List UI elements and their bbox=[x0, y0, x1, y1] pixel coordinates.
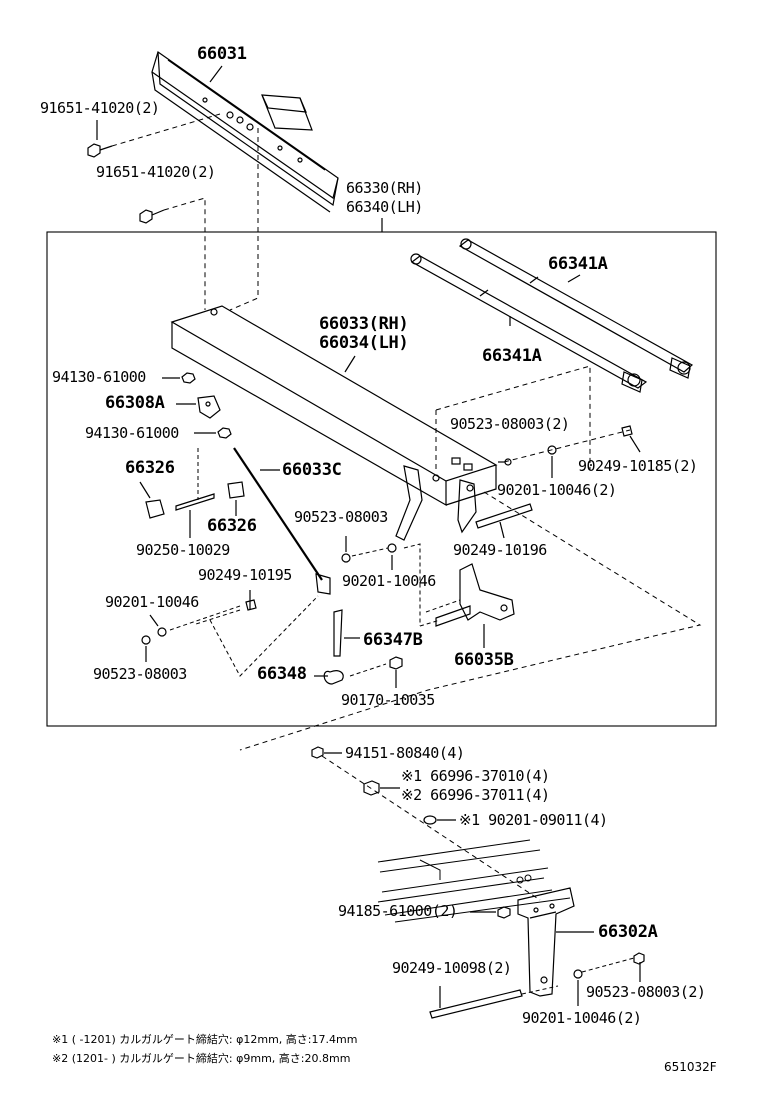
bolt-90249-10185 bbox=[621, 425, 641, 453]
nut-94130-a bbox=[162, 372, 196, 384]
vehicle-frame bbox=[377, 839, 571, 923]
label-66341A-mid[interactable]: 66341A bbox=[482, 346, 542, 366]
crossmember-66031 bbox=[151, 51, 339, 213]
label-66308A[interactable]: 66308A bbox=[105, 393, 165, 413]
hinge-66035B bbox=[435, 563, 515, 648]
label-66035B[interactable]: 66035B bbox=[454, 650, 514, 670]
label-90250-10029[interactable]: 90250-10029 bbox=[136, 541, 230, 559]
label-66326-b[interactable]: 66326 bbox=[207, 516, 257, 536]
nut-90523-a bbox=[498, 458, 512, 466]
label-90523-08003-c[interactable]: 90523-08003 bbox=[93, 665, 187, 683]
bolt-91651-a bbox=[87, 120, 113, 158]
label-94151-80840[interactable]: 94151-80840(4) bbox=[345, 744, 465, 762]
bolt-91651-b bbox=[139, 209, 165, 224]
pin-90250 bbox=[175, 493, 215, 538]
bolt-90249-10098 bbox=[429, 986, 523, 1019]
washer-90201-e bbox=[573, 969, 583, 1006]
label-90201-10046-c[interactable]: 90201-10046 bbox=[105, 593, 199, 611]
label-94130-61000-a[interactable]: 94130-61000 bbox=[52, 368, 146, 386]
nut-90523-c bbox=[141, 635, 151, 662]
label-66033C[interactable]: 66033C bbox=[282, 460, 342, 480]
label-90201-10046-b[interactable]: 90201-10046 bbox=[342, 572, 436, 590]
beam-66033 bbox=[170, 305, 498, 541]
nut-90170 bbox=[389, 656, 403, 688]
label-90170-10035[interactable]: 90170-10035 bbox=[341, 691, 435, 709]
nut-94130-b bbox=[194, 427, 232, 439]
assembly-box bbox=[46, 231, 717, 727]
label-66326-a[interactable]: 66326 bbox=[125, 458, 175, 478]
label-90249-10098[interactable]: 90249-10098(2) bbox=[392, 959, 512, 977]
leader-66031 bbox=[209, 65, 223, 83]
shackle-66348 bbox=[314, 670, 344, 685]
label-94185-61000[interactable]: 94185-61000(2) bbox=[338, 902, 458, 920]
label-66033[interactable]: 66033(RH) bbox=[319, 314, 409, 334]
bush-66996 bbox=[363, 780, 400, 796]
label-90201-10046-e[interactable]: 90201-10046(2) bbox=[522, 1009, 642, 1027]
washer-90201-d bbox=[423, 815, 456, 825]
bolt-90249-10196 bbox=[475, 503, 533, 539]
label-91651-41020-a[interactable]: 91651-41020(2) bbox=[40, 99, 160, 117]
washer-90201-a bbox=[547, 445, 557, 478]
label-66996-37010[interactable]: ※1 66996-37010(4) bbox=[401, 767, 550, 785]
washer-90201-c bbox=[149, 614, 167, 637]
label-66347B[interactable]: 66347B bbox=[363, 630, 423, 650]
label-90201-10046-2[interactable]: 90201-10046(2) bbox=[497, 481, 617, 499]
label-66340[interactable]: 66340(LH) bbox=[346, 198, 423, 216]
label-66034[interactable]: 66034(LH) bbox=[319, 333, 409, 353]
nut-90523-d bbox=[633, 952, 645, 982]
label-91651-41020-b[interactable]: 91651-41020(2) bbox=[96, 163, 216, 181]
label-66031[interactable]: 66031 bbox=[197, 44, 247, 64]
label-94130-61000-b[interactable]: 94130-61000 bbox=[85, 424, 179, 442]
footnote-1: ※1 ( -1201) カルガルゲート締結穴: φ12mm, 高さ:17.4mm bbox=[52, 1033, 358, 1046]
label-90201-09011[interactable]: ※1 90201-09011(4) bbox=[459, 811, 608, 829]
leader-66033 bbox=[344, 355, 356, 373]
label-90249-10185[interactable]: 90249-10185(2) bbox=[578, 457, 698, 475]
cable-66033C bbox=[233, 447, 331, 595]
bolt-90249-10195 bbox=[245, 590, 257, 611]
nut-90523-b bbox=[341, 536, 351, 563]
footnote-2: ※2 (1201- ) カルガルゲート締結穴: φ9mm, 高さ:20.8mm bbox=[52, 1052, 351, 1065]
label-66348[interactable]: 66348 bbox=[257, 664, 307, 684]
label-90523-08003-b[interactable]: 90523-08003 bbox=[294, 508, 388, 526]
label-66330[interactable]: 66330(RH) bbox=[346, 179, 423, 197]
stopper-66326-a bbox=[139, 481, 165, 519]
label-90523-08003-2[interactable]: 90523-08003(2) bbox=[450, 415, 570, 433]
diagram-code: 651032F bbox=[664, 1060, 717, 1074]
stopper-66326-b bbox=[227, 481, 245, 516]
label-66341A-top[interactable]: 66341A bbox=[548, 254, 608, 274]
nut-94185 bbox=[470, 906, 511, 919]
label-66302A[interactable]: 66302A bbox=[598, 922, 658, 942]
bolt-94151 bbox=[311, 746, 342, 759]
bracket-66302A bbox=[517, 887, 594, 997]
label-90249-10196[interactable]: 90249-10196 bbox=[453, 541, 547, 559]
label-90523-08003-d[interactable]: 90523-08003(2) bbox=[586, 983, 706, 1001]
rod-66347B bbox=[333, 609, 360, 657]
gas-strut-66341A-top bbox=[458, 238, 694, 379]
gas-strut-66341A-mid bbox=[410, 253, 648, 393]
washer-90201-b bbox=[387, 543, 397, 570]
label-90249-10195[interactable]: 90249-10195 bbox=[198, 566, 292, 584]
label-66996-37011[interactable]: ※2 66996-37011(4) bbox=[401, 786, 550, 804]
bracket-66308A bbox=[176, 395, 221, 419]
